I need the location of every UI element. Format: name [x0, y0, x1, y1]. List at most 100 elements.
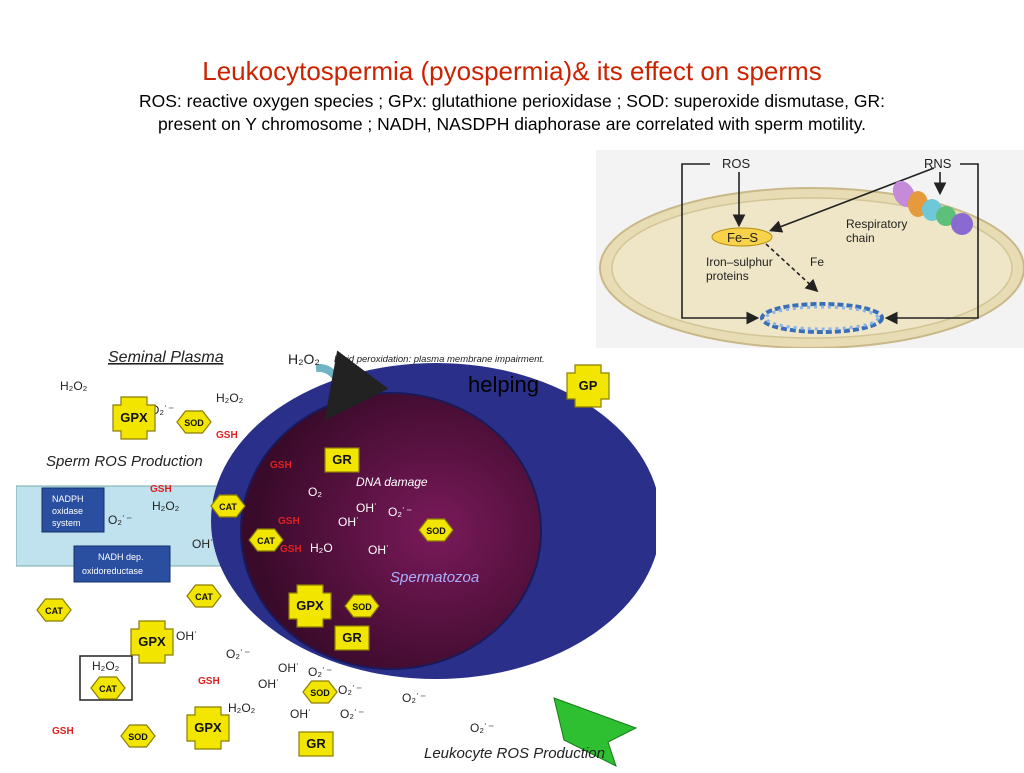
- nadph-label-2: oxidase: [52, 506, 83, 516]
- sod-enzyme-badge: SOD: [120, 724, 156, 748]
- sod-enzyme-badge: SOD: [176, 410, 212, 434]
- nadph-label-3: system: [52, 518, 81, 528]
- leukocyte-green-arrow: [553, 697, 638, 767]
- h2o2-top-label: H₂O₂: [288, 351, 320, 367]
- svg-text:O₂˙⁻: O₂˙⁻: [470, 721, 494, 735]
- slide-title: Leukocytospermia (pyospermia)& its effec…: [202, 56, 822, 86]
- gr-badge-label: GR: [306, 736, 326, 751]
- cat-badge-label: CAT: [257, 536, 275, 546]
- svg-text:GSH: GSH: [278, 516, 300, 527]
- rns-label: RNS: [924, 156, 952, 171]
- fes-ellipse: [711, 227, 773, 247]
- sod-enzyme-badge: SOD: [418, 518, 454, 542]
- subtitle-line-1: ROS: reactive oxygen species ; GPx: glut…: [138, 91, 886, 111]
- nadh-label-1: NADH dep.: [98, 552, 144, 562]
- cat-enzyme-badge: CAT: [36, 598, 72, 622]
- cat-badge-label: CAT: [195, 592, 213, 602]
- h2o2-cat-box: [79, 655, 133, 701]
- helping-overlay-text: helping: [468, 372, 539, 397]
- svg-text:H₂O₂: H₂O₂: [228, 701, 256, 715]
- svg-text:OH˙: OH˙: [278, 661, 300, 675]
- svg-text:O₂˙⁻: O₂˙⁻: [402, 691, 426, 705]
- subtitle-line-2: present on Y chromosome ; NADH, NASDPH d…: [157, 114, 867, 134]
- svg-text:O₂˙⁻: O₂˙⁻: [226, 647, 250, 661]
- main-figure: NADPH oxidase system NADH dep. oxidoredu…: [15, 349, 661, 767]
- svg-text:O₂: O₂: [308, 485, 322, 499]
- svg-text:GSH: GSH: [216, 430, 238, 441]
- svg-text:OH˙: OH˙: [356, 501, 378, 515]
- rns-frame-line: [884, 163, 979, 325]
- gr-enzyme-badge: GR: [334, 625, 370, 651]
- svg-text:H₂O₂: H₂O₂: [216, 391, 244, 405]
- sod-badge-label: SOD: [310, 688, 330, 698]
- cat-enzyme-badge: CAT: [186, 584, 222, 608]
- gpx-enzyme-badge: GPX: [112, 396, 156, 440]
- iron-sulphur-label-2: proteins: [706, 269, 749, 283]
- svg-text:OH˙: OH˙: [176, 629, 198, 643]
- svg-text:H₂O₂: H₂O₂: [152, 499, 180, 513]
- slide-subtitle: ROS: reactive oxygen species ; GPx: glut…: [60, 90, 964, 136]
- sod-enzyme-badge: SOD: [302, 680, 338, 704]
- fe-dashed-arrow: [765, 243, 819, 293]
- chemical-labels: H₂O₂ O₂˙⁻ H₂O₂ H₂O₂ O₂˙⁻ OH˙ OH˙ O₂˙⁻ OH…: [60, 379, 494, 735]
- cell-inner: [611, 197, 1013, 339]
- ros-label: ROS: [722, 156, 751, 171]
- gpx-badge-label: GPX: [296, 598, 324, 613]
- svg-text:GSH: GSH: [52, 726, 74, 737]
- svg-text:O₂˙⁻: O₂˙⁻: [388, 505, 412, 519]
- cat-badge-label: CAT: [99, 684, 117, 694]
- gpx-enzyme-badge: GPX: [186, 706, 230, 750]
- gpx-badge-label: GPX: [194, 720, 222, 735]
- sod-enzyme-badge: SOD: [344, 594, 380, 618]
- gpx-badge-label: GPX: [120, 410, 148, 425]
- lipid-peroxidation-label: Lipid peroxidation: plasma membrane impa…: [334, 354, 545, 365]
- svg-text:GSH: GSH: [150, 484, 172, 495]
- svg-text:O₂˙⁻: O₂˙⁻: [338, 683, 362, 697]
- gpx-enzyme-badge: GPX: [288, 584, 332, 628]
- svg-text:O₂˙⁻: O₂˙⁻: [150, 403, 174, 417]
- respiratory-chain: [892, 180, 973, 235]
- leukocyte-ros-label: Leukocyte ROS Production: [424, 745, 605, 762]
- dna-damage-label: DNA damage: [356, 475, 428, 489]
- svg-text:O₂˙⁻: O₂˙⁻: [308, 665, 332, 679]
- gr-badge-label: GR: [332, 452, 352, 467]
- svg-text:GSH: GSH: [280, 544, 302, 555]
- dna-strand: [760, 302, 884, 334]
- cat-enzyme-badge: CAT: [248, 528, 284, 552]
- enzyme-badges: GPX SOD GR CAT CAT SOD CAT CAT GPX SOD GR GPX CAT SOD…: [36, 364, 610, 757]
- svg-text:GSH: GSH: [198, 676, 220, 687]
- cat-enzyme-badge: CAT: [90, 676, 126, 700]
- cat-enzyme-badge: CAT: [210, 494, 246, 518]
- svg-text:OH˙: OH˙: [368, 543, 390, 557]
- spermatozoa-label: Spermatozoa: [390, 569, 479, 586]
- fe-label: Fe: [810, 255, 824, 269]
- nadph-box: [41, 487, 105, 533]
- svg-text:OH˙: OH˙: [290, 707, 312, 721]
- svg-text:H₂O₂: H₂O₂: [92, 659, 120, 673]
- spermatozoa-inner: [240, 392, 542, 670]
- sod-badge-label: SOD: [352, 602, 372, 612]
- sod-badge-label: SOD: [426, 526, 446, 536]
- iron-sulphur-inset: Fe–S ROS RNS Iron–sulphur proteins Fe Re…: [596, 150, 1024, 348]
- sperm-ros-label: Sperm ROS Production: [46, 453, 203, 470]
- ros-frame-line: [681, 163, 760, 325]
- svg-text:H₂O: H₂O: [310, 541, 333, 555]
- cat-badge-label: CAT: [45, 606, 63, 616]
- gpx-badge-label: GPX: [138, 634, 166, 649]
- gr-enzyme-badge: GR: [298, 731, 334, 757]
- svg-text:GSH: GSH: [270, 460, 292, 471]
- respiratory-label-2: chain: [846, 231, 875, 245]
- nadph-label-1: NADPH: [52, 494, 84, 504]
- svg-text:OH˙: OH˙: [258, 677, 280, 691]
- gsh-labels: GSH GSH GSH GSH GSH GSH GSH: [52, 430, 302, 737]
- svg-text:OH˙: OH˙: [192, 537, 214, 551]
- nadh-label-2: oxidoreductase: [82, 566, 143, 576]
- fes-label: Fe–S: [727, 230, 758, 245]
- respiratory-label-1: Respiratory: [846, 217, 907, 231]
- gr-badge-label: GR: [342, 630, 362, 645]
- svg-text:O₂˙⁻: O₂˙⁻: [340, 707, 364, 721]
- seminal-plasma-label: Seminal Plasma: [108, 349, 224, 366]
- gp-badge-label: GP: [579, 378, 598, 393]
- sod-badge-label: SOD: [128, 732, 148, 742]
- sod-badge-label: SOD: [184, 418, 204, 428]
